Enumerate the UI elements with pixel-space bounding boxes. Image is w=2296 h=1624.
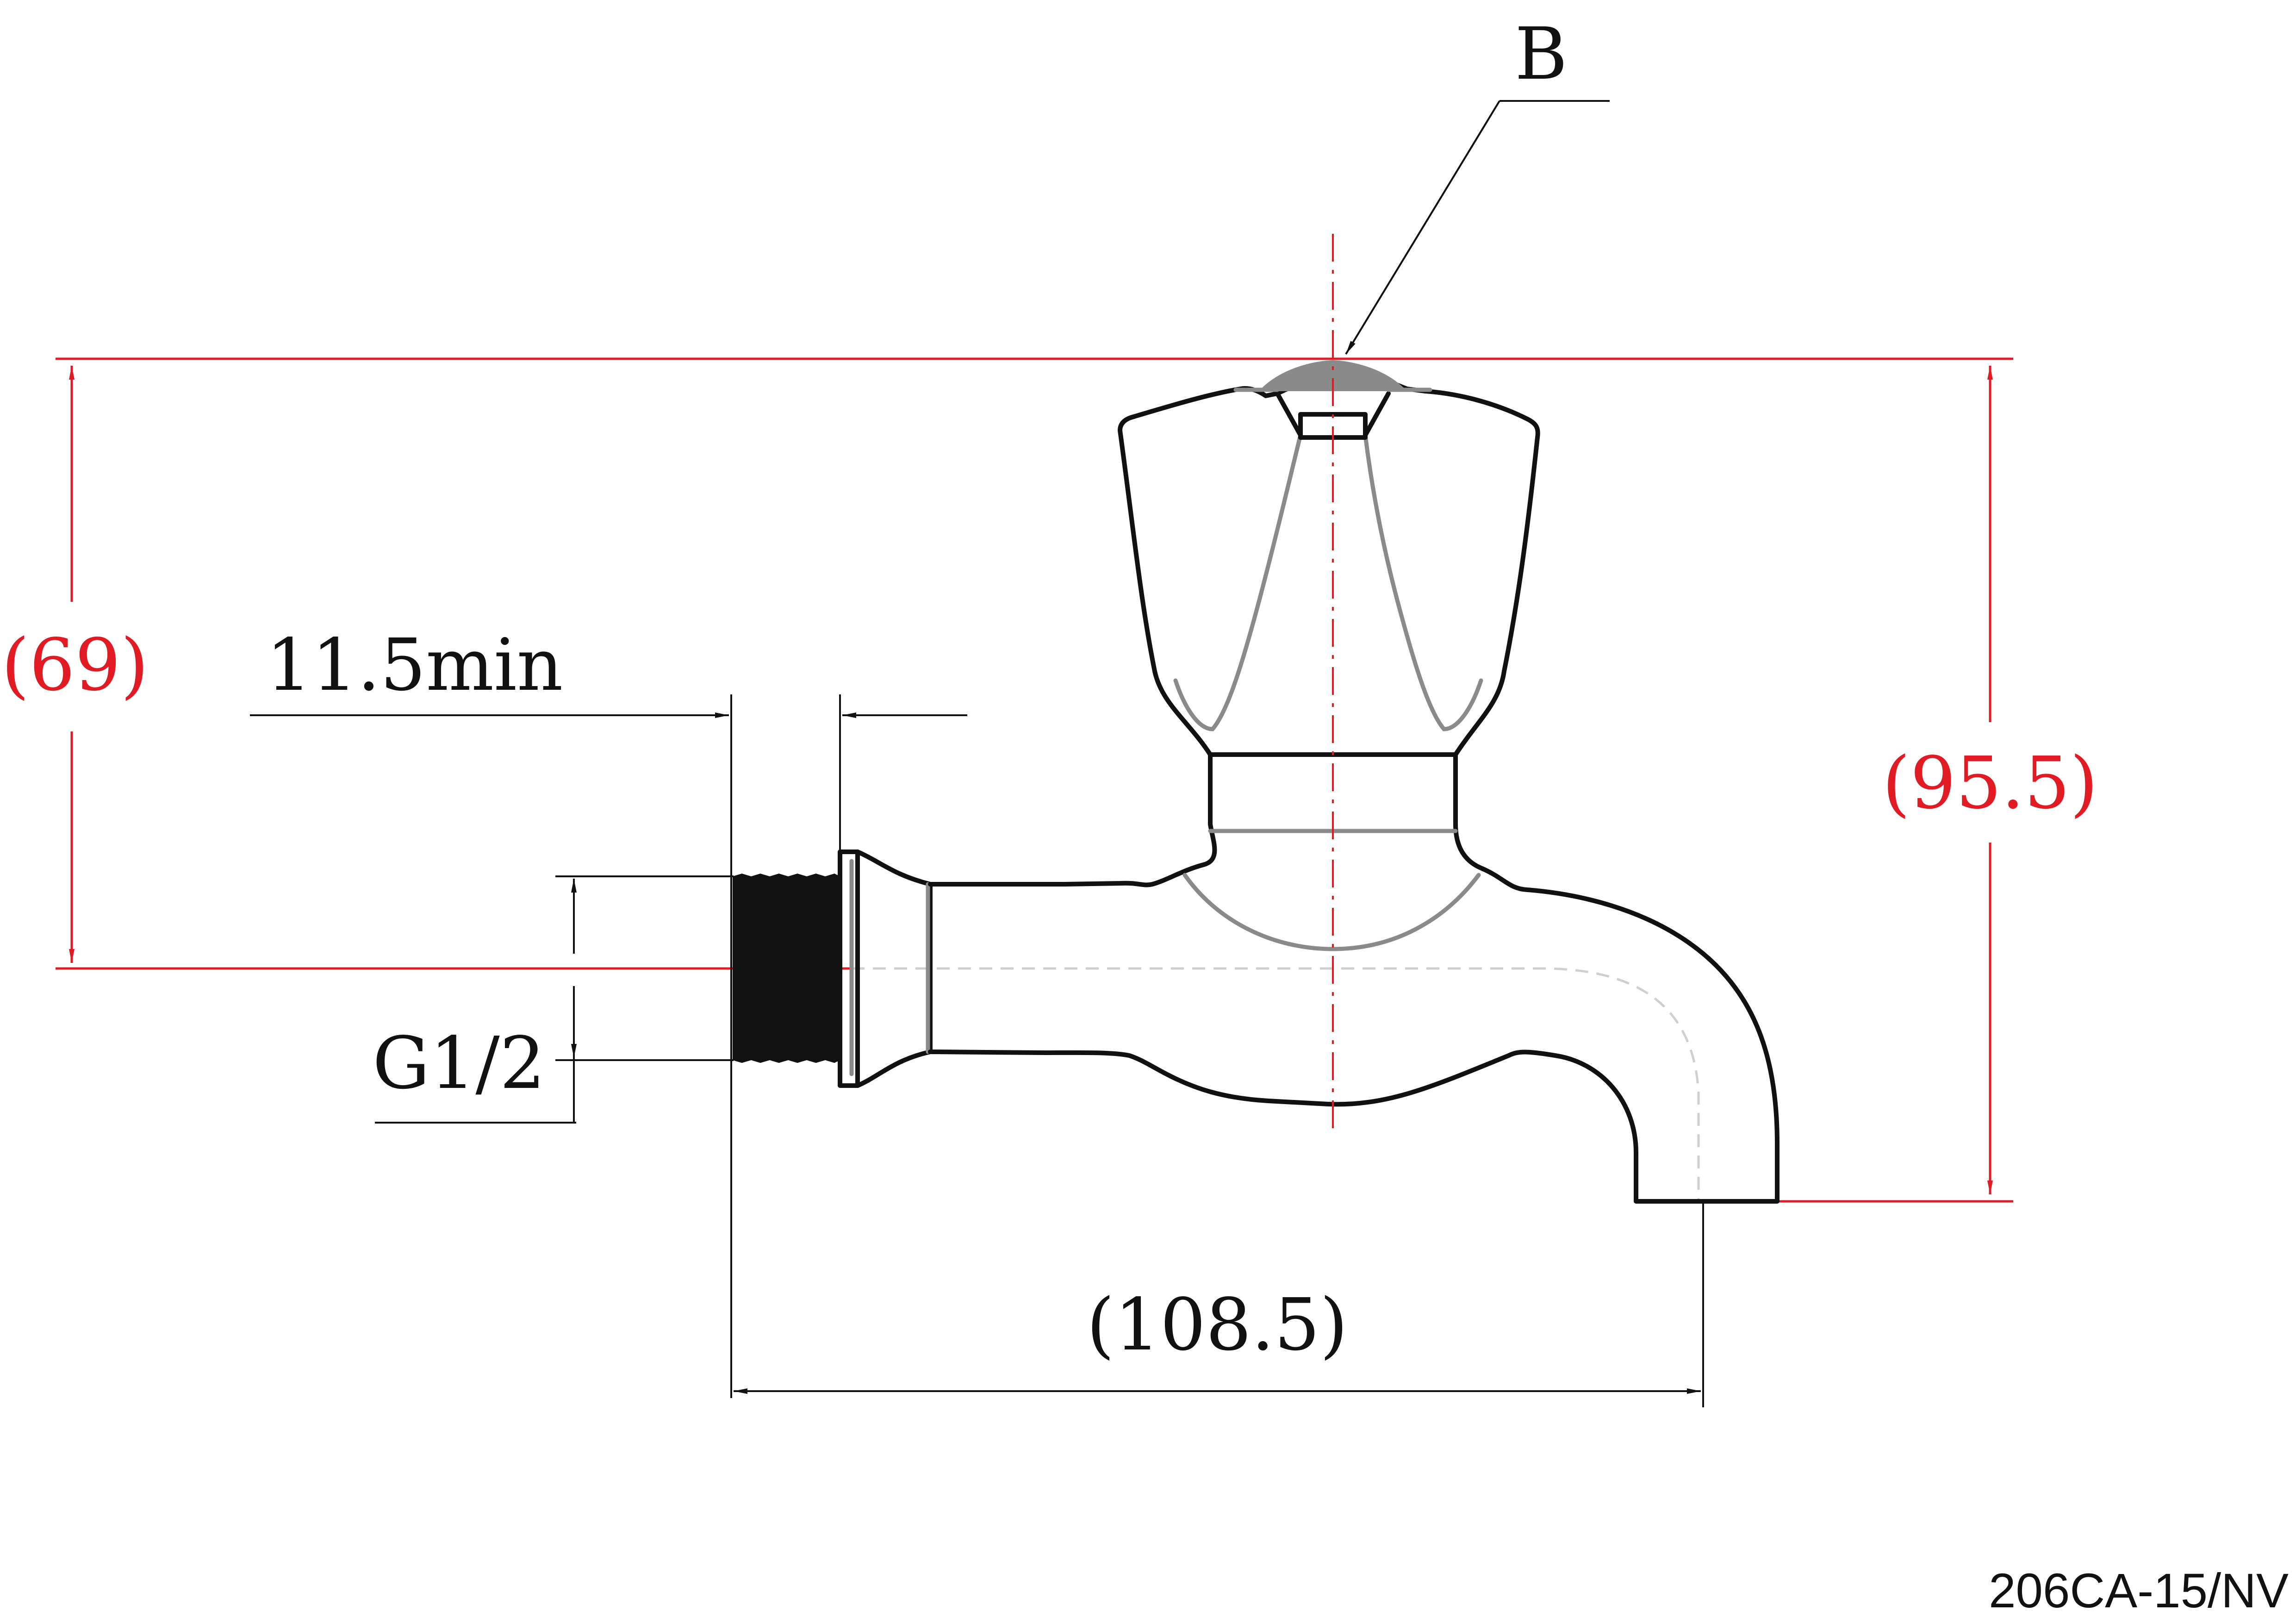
handle-left-flute: [1173, 433, 1303, 731]
cap-b-insert: [1259, 360, 1407, 391]
inlet-collar: [855, 849, 933, 1088]
threaded-inlet: [733, 876, 840, 1060]
flange-plate: [838, 849, 860, 1088]
callout-b: B: [1345, 12, 1610, 355]
body-bulge-edge: [1182, 873, 1481, 951]
dimension-overall-height: (95.5): [1882, 366, 2098, 1194]
pipe-body-outline: [928, 822, 1780, 1204]
dimension-thread-size: G1/2: [373, 875, 734, 1124]
dimension-thread-length: 11.5min: [250, 623, 967, 1398]
callout-label: B: [1515, 12, 1568, 96]
handle-right-rib: [1363, 391, 1391, 437]
handle-left-rib: [1275, 391, 1303, 437]
handle-right-flute: [1363, 433, 1483, 731]
dimension-overall-length: (108.5): [734, 1204, 1704, 1407]
thread-teeth: [733, 874, 840, 1063]
dimension-height-to-axis: (69): [1, 366, 149, 963]
product-code: 206CA-15/NV: [1989, 1564, 2289, 1618]
dim-69-label: (69): [1, 623, 149, 707]
callout-leader: [1345, 100, 1500, 355]
hidden-water-channel: [852, 967, 1700, 1204]
pipe-top-left: [928, 822, 1217, 887]
thread-length-label: 11.5min: [266, 623, 563, 707]
overall-length-label: (108.5): [1087, 1283, 1348, 1367]
dim-95-label: (95.5): [1882, 741, 2098, 825]
red-reference-lines: [56, 357, 2013, 1203]
tap-body: [733, 360, 1780, 1204]
handle-outline: [1118, 372, 1540, 757]
thread-size-label: G1/2: [373, 1021, 545, 1105]
